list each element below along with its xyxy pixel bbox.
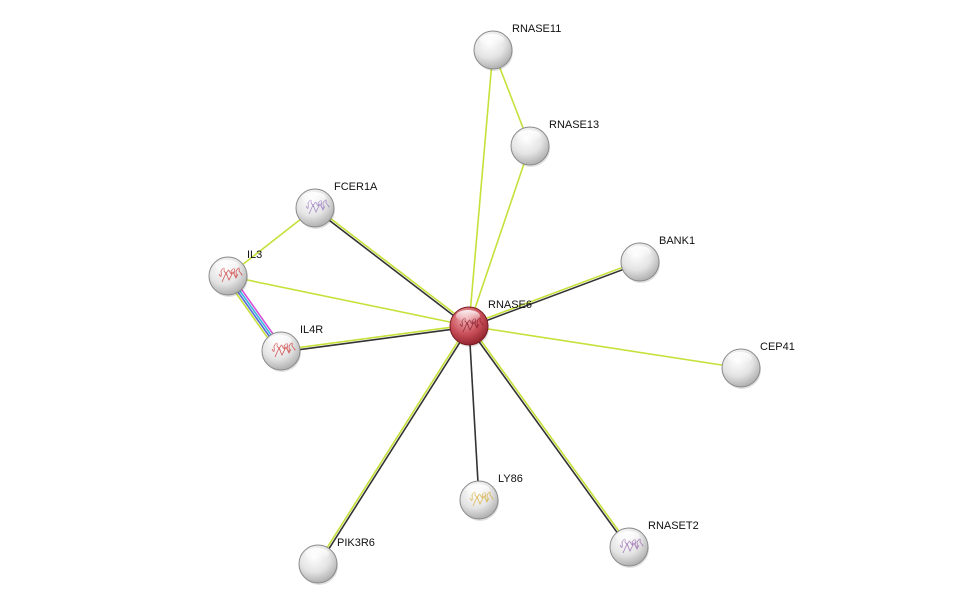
edge-evidence-coexpression xyxy=(281,326,470,353)
node-label: FCER1A xyxy=(334,181,378,193)
edge-evidence-coexpression xyxy=(313,208,469,328)
node-label: RNASE6 xyxy=(488,299,532,311)
node-label: CEP41 xyxy=(760,341,795,353)
node-label: BANK1 xyxy=(659,235,695,247)
node-label: RNASE13 xyxy=(549,119,599,131)
edge-bank1-rnase6[interactable] xyxy=(468,260,641,328)
edge-evidence-coexpression xyxy=(467,326,629,549)
edge-rnase13-rnase6[interactable] xyxy=(468,145,531,327)
node-rnase6[interactable]: RNASE6 xyxy=(449,299,532,347)
node-rnaset2[interactable]: RNASET2 xyxy=(609,520,699,568)
node-il4r[interactable]: IL4R xyxy=(261,324,323,372)
node-highlight xyxy=(302,192,326,204)
edge-pik3r6-rnase6[interactable] xyxy=(316,324,471,566)
node-highlight xyxy=(517,130,541,142)
node-label: IL4R xyxy=(300,324,323,336)
node-label: PIK3R6 xyxy=(337,537,375,549)
node-highlight xyxy=(305,548,329,560)
node-highlight xyxy=(627,246,651,258)
edge-evidence-textmining xyxy=(469,324,631,547)
node-rnase11[interactable]: RNASE11 xyxy=(473,23,561,71)
node-ly86[interactable]: LY86 xyxy=(459,473,523,521)
node-highlight xyxy=(268,335,292,347)
edge-rnase11-rnase6[interactable] xyxy=(468,49,494,327)
edge-evidence-textmining xyxy=(468,260,640,326)
node-highlight xyxy=(480,34,504,46)
edge-rnaset2-rnase6[interactable] xyxy=(467,324,631,549)
edge-fcer1a-rnase6[interactable] xyxy=(313,206,471,328)
edge-cep41-rnase6[interactable] xyxy=(468,325,742,369)
node-il3[interactable]: IL3 xyxy=(208,249,262,297)
node-label: LY86 xyxy=(498,473,523,485)
node-fcer1a[interactable]: FCER1A xyxy=(295,181,378,229)
edge-il4r-rnase6[interactable] xyxy=(280,324,470,353)
node-cep41[interactable]: CEP41 xyxy=(721,341,795,389)
node-highlight xyxy=(456,310,480,322)
edge-evidence-textmining xyxy=(468,325,742,369)
edge-evidence-coexpression xyxy=(468,325,480,501)
edge-evidence-textmining xyxy=(316,324,469,564)
edge-evidence-coexpression xyxy=(469,262,641,328)
node-highlight xyxy=(728,352,752,364)
node-label: IL3 xyxy=(247,249,262,261)
node-highlight xyxy=(215,260,239,272)
edge-evidence-textmining xyxy=(280,324,469,351)
node-bank1[interactable]: BANK1 xyxy=(620,235,695,283)
node-label: RNASE11 xyxy=(512,23,561,35)
edge-evidence-textmining xyxy=(468,145,531,327)
edge-evidence-textmining xyxy=(227,275,470,327)
edge-il3-rnase6[interactable] xyxy=(227,275,470,327)
node-label: RNASET2 xyxy=(648,520,699,532)
node-highlight xyxy=(466,484,490,496)
edge-evidence-coexpression xyxy=(318,326,471,566)
edge-evidence-textmining xyxy=(468,49,494,327)
edge-evidence-textmining xyxy=(315,206,471,326)
node-rnase13[interactable]: RNASE13 xyxy=(510,119,599,167)
node-highlight xyxy=(616,531,640,543)
node-pik3r6[interactable]: PIK3R6 xyxy=(298,537,375,585)
edge-ly86-rnase6[interactable] xyxy=(468,325,480,501)
